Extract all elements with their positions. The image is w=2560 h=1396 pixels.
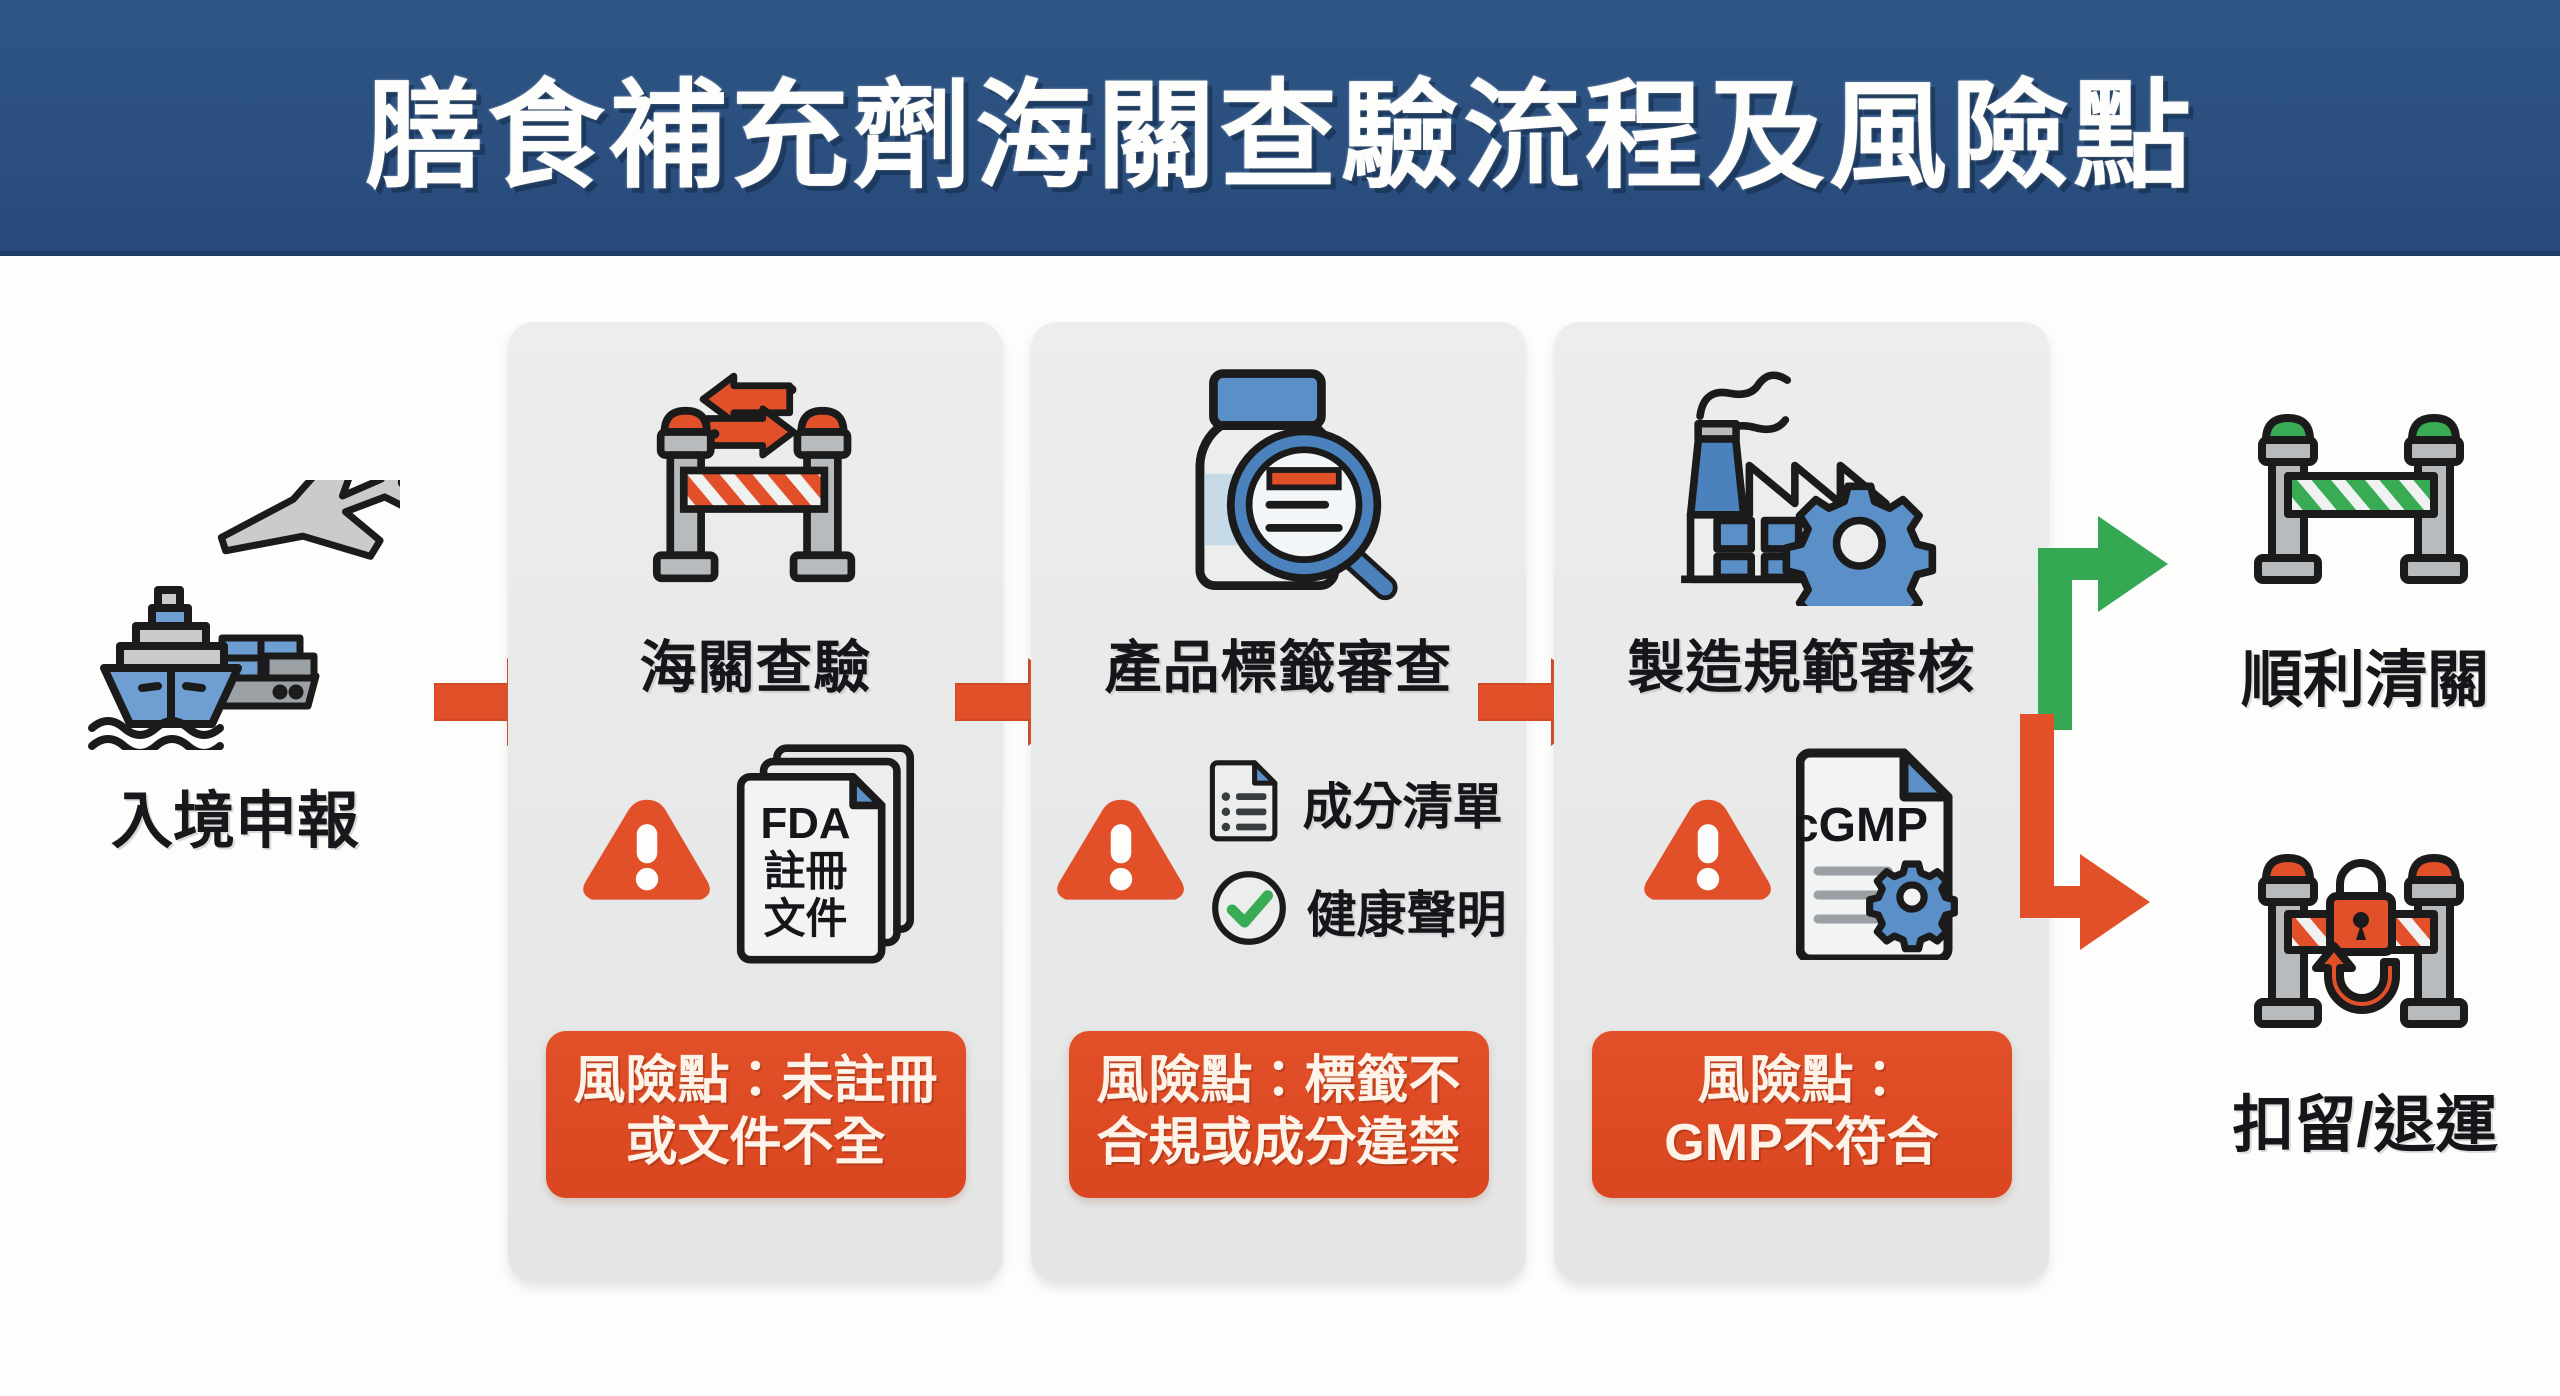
header-band [0,0,2560,256]
entry-label: 入境申報 [110,787,359,856]
outcome-label-pass: 順利清關 [2240,646,2489,715]
risk-badge-customs-inspection: 風險點：未註冊 或文件不全 [545,1031,966,1198]
elbow-arrow-up-right-icon [2038,516,2168,730]
outcome-hold[interactable]: 扣留/退運 [2190,840,2540,1164]
doc-line-cgmp: cGMP [1796,799,1928,852]
barrier-gate-exchange-icon [626,348,886,618]
list-document-icon [1209,757,1285,848]
step-detail-gmp-audit: cGMP [1554,740,2049,970]
cgmp-document-icon: cGMP [1791,745,1966,965]
detail-label-ingredient-list: 成分清單 [1302,778,1503,835]
risk-line: 合規或成分違禁 [1096,1113,1461,1172]
detail-row-health-claim: 健康聲明 [1209,868,1507,953]
step-card-customs-inspection[interactable]: 海關查驗 FDA 註冊 [508,322,1003,1282]
risk-badge-label-review: 風險點：標籤不 合規或成分違禁 [1068,1031,1489,1198]
outcome-label-hold: 扣留/退運 [2232,1091,2498,1160]
doc-line-register: 註冊 [763,847,847,894]
warning-triangle-icon [1051,792,1191,919]
step-title-gmp-audit: 製造規範審核 [1627,636,1976,700]
warning-triangle-icon [577,792,717,919]
branch-arrows-group [2002,430,2280,995]
outcome-pass[interactable]: 順利清關 [2190,400,2540,719]
risk-line: GMP不符合 [1664,1113,1939,1172]
bottle-magnifier-icon [1144,348,1414,618]
factory-gear-icon [1664,348,1939,618]
risk-line: 風險點： [1697,1052,1906,1111]
doc-line-fda: FDA [760,798,850,847]
elbow-arrow-down-right-icon [2002,714,2150,950]
risk-line: 或文件不全 [625,1113,886,1172]
check-circle-icon [1209,868,1289,953]
step-title-label-review: 產品標籤審查 [1104,636,1453,700]
ship-plane-cargo-icon [70,445,419,757]
step-detail-label-review: 成分清單 健康聲明 [1031,740,1526,970]
detail-label-health-claim: 健康聲明 [1306,886,1507,943]
detail-row-ingredient-list: 成分清單 [1209,757,1507,848]
entry-stage: 入境申報 [30,445,440,920]
doc-line-file: 文件 [763,895,847,942]
page-title: 膳食補充劑海關查驗流程及風險點 [364,71,2195,203]
warning-triangle-icon [1638,792,1778,919]
risk-line: 風險點：標籤不 [1096,1052,1461,1111]
step-title-customs-inspection: 海關查驗 [639,636,872,700]
risk-badge-gmp-audit: 風險點： GMP不符合 [1591,1031,2012,1198]
step-card-label-review[interactable]: 產品標籤審查 [1031,322,1526,1282]
step-card-gmp-audit[interactable]: 製造規範審核 cGMP [1554,322,2049,1282]
document-stack-icon: FDA 註冊 文件 [735,738,935,973]
locked-barrier-return-icon [2230,840,2500,1060]
green-open-barrier-icon [2230,400,2500,615]
step-detail-customs-inspection: FDA 註冊 文件 [508,740,1003,970]
risk-line: 風險點：未註冊 [573,1052,938,1111]
